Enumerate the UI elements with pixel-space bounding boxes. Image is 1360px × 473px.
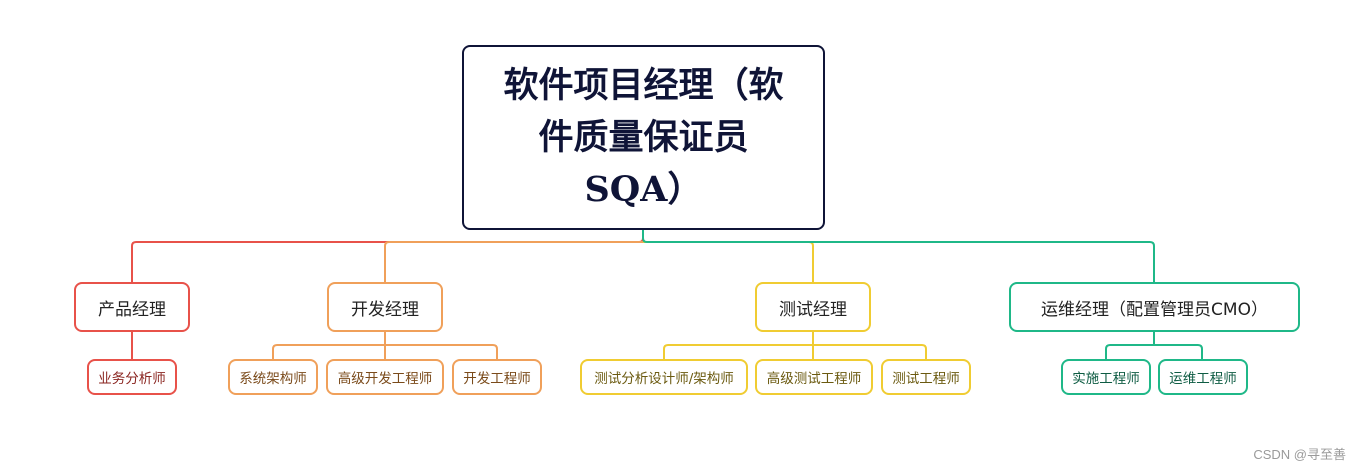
manager-label: 开发经理	[351, 299, 419, 320]
leaf-label: 系统架构师	[239, 371, 307, 387]
watermark: CSDN @寻至善	[1253, 447, 1346, 462]
leaf-node[interactable]: 运维工程师	[1158, 359, 1248, 395]
manager-node-dev[interactable]: 开发经理	[327, 282, 443, 332]
leaf-label: 测试分析设计师/架构师	[594, 371, 734, 387]
leaf-label: 高级测试工程师	[766, 371, 862, 387]
connector-root-ops	[642, 230, 1155, 282]
leaf-node[interactable]: 开发工程师	[452, 359, 542, 395]
connector-root-test	[643, 241, 814, 282]
manager-node-ops[interactable]: 运维经理（配置管理员CMO）	[1009, 282, 1300, 332]
leaf-node[interactable]: 业务分析师	[87, 359, 177, 395]
leaf-label: 业务分析师	[98, 371, 166, 387]
leaf-node[interactable]: 测试工程师	[881, 359, 971, 395]
connector-test-bus	[663, 344, 927, 359]
connector-root-dev	[384, 241, 643, 282]
manager-label: 测试经理	[779, 299, 847, 320]
leaf-label: 实施工程师	[1072, 371, 1140, 387]
leaf-node[interactable]: 实施工程师	[1061, 359, 1151, 395]
root-title: 软件项目经理（软件质量保证员SQA）	[503, 64, 784, 210]
leaf-label: 测试工程师	[892, 371, 960, 387]
leaf-node[interactable]: 高级测试工程师	[755, 359, 873, 395]
root-node[interactable]: 软件项目经理（软件质量保证员SQA）	[462, 45, 825, 230]
connector-root-product	[131, 230, 644, 282]
leaf-node[interactable]: 系统架构师	[228, 359, 318, 395]
leaf-label: 运维工程师	[1169, 371, 1237, 387]
manager-label: 产品经理	[98, 299, 166, 320]
leaf-label: 开发工程师	[463, 371, 531, 387]
leaf-node[interactable]: 测试分析设计师/架构师	[580, 359, 748, 395]
leaf-label: 高级开发工程师	[337, 371, 433, 387]
leaf-node[interactable]: 高级开发工程师	[326, 359, 444, 395]
manager-node-product[interactable]: 产品经理	[74, 282, 190, 332]
connector-ops-bus	[1105, 344, 1203, 359]
connector-dev-bus	[272, 344, 498, 359]
manager-node-test[interactable]: 测试经理	[755, 282, 871, 332]
manager-label: 运维经理（配置管理员CMO）	[1041, 299, 1268, 320]
